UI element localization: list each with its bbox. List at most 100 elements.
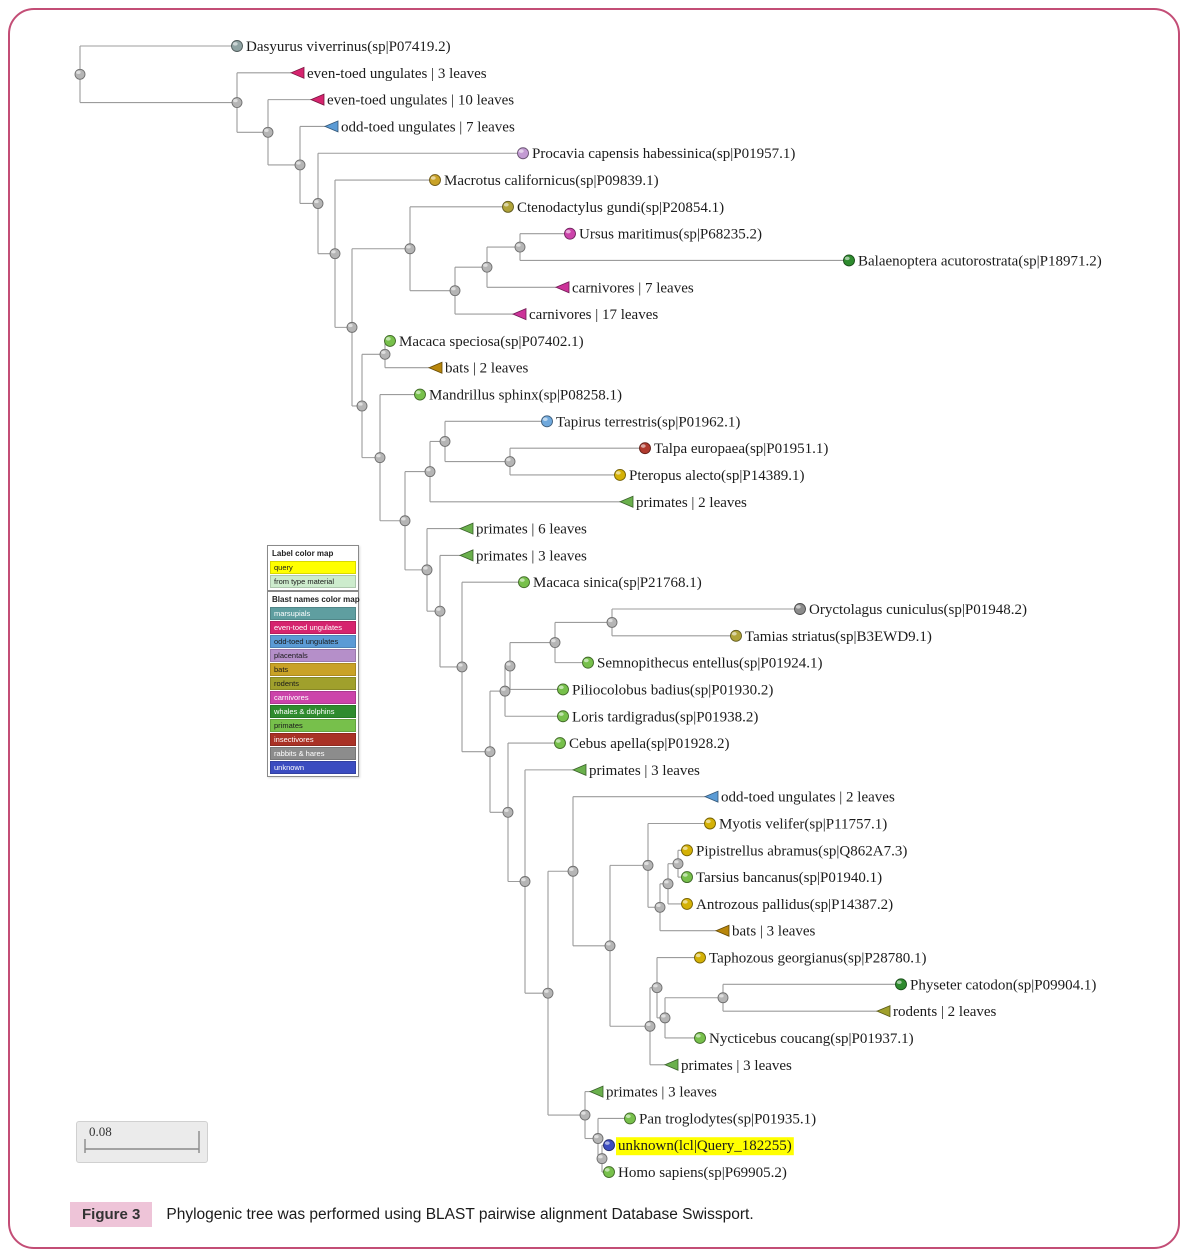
sphere-highlight xyxy=(594,1135,599,1139)
sphere-highlight xyxy=(640,444,646,448)
leaf-label: Semnopithecus entellus(sp|P01924.1) xyxy=(597,656,822,672)
sphere-highlight xyxy=(348,323,353,328)
leaf-label: carnivores | 17 leaves xyxy=(529,307,658,323)
leaf-marker-triangle xyxy=(618,495,634,508)
leaf-marker-triangle xyxy=(458,549,474,562)
scale-bar: 0.08 xyxy=(76,1121,208,1163)
leaf-label: primates | 3 leaves xyxy=(681,1058,792,1074)
legend-item-even-toed-ungulates: even-toed ungulates xyxy=(270,621,356,634)
leaf-label: Tamias striatus(sp|B3EWD9.1) xyxy=(745,629,932,645)
sphere-highlight xyxy=(504,808,509,812)
legend-item-odd-toed-ungulates: odd-toed ungulates xyxy=(270,635,356,648)
sphere-highlight xyxy=(441,437,446,442)
leaf-marker-triangle xyxy=(875,1005,891,1018)
leaf-marker-circle xyxy=(624,1112,636,1125)
leaf-marker-triangle xyxy=(571,763,587,776)
sphere-highlight xyxy=(314,199,319,204)
sphere-highlight xyxy=(331,250,336,254)
legend-item-carnivores: carnivores xyxy=(270,691,356,704)
internal-node xyxy=(421,564,433,576)
label-legend-title: Label color map xyxy=(272,549,334,558)
sphere-highlight xyxy=(406,245,411,249)
leaf-label: Myotis velifer(sp|P11757.1) xyxy=(719,816,887,832)
sphere-highlight xyxy=(264,128,269,132)
legend-item-rabbits-hares: rabbits & hares xyxy=(270,747,356,760)
sphere-highlight xyxy=(296,161,301,165)
internal-node xyxy=(456,661,468,673)
leaf-marker-triangle xyxy=(323,120,339,133)
internal-node xyxy=(567,865,579,877)
leaf-marker-circle xyxy=(603,1166,615,1178)
legend-item-unknown: unknown xyxy=(270,761,356,774)
internal-node xyxy=(502,806,514,818)
leaf-marker-triangle xyxy=(703,790,719,803)
sphere-highlight xyxy=(719,994,724,998)
sphere-highlight xyxy=(501,687,506,691)
leaf-marker-triangle xyxy=(714,924,730,937)
leaf-marker-circle xyxy=(384,334,396,347)
leaf-label: Procavia capensis habessinica(sp|P01957.… xyxy=(532,146,795,162)
sphere-highlight xyxy=(451,287,456,291)
leaf-label: Balaenoptera acutorostrata(sp|P18971.2) xyxy=(858,253,1102,269)
internal-node xyxy=(404,243,416,255)
leaf-marker-circle xyxy=(541,415,553,428)
leaf-marker-circle xyxy=(704,817,716,830)
leaf-marker-circle xyxy=(614,469,626,481)
sphere-highlight xyxy=(731,631,737,636)
sphere-highlight xyxy=(656,903,661,907)
sphere-highlight xyxy=(558,712,564,716)
sphere-highlight xyxy=(661,1014,666,1018)
leaf-label: bats | 2 leaves xyxy=(445,361,529,377)
sphere-highlight xyxy=(606,942,611,946)
leaf-label: primates | 3 leaves xyxy=(606,1085,717,1101)
leaf-label: unknown(lcl|Query_182255) xyxy=(618,1138,792,1154)
internal-node xyxy=(606,616,618,628)
sphere-highlight xyxy=(542,417,548,422)
internal-node xyxy=(654,901,666,913)
sphere-highlight xyxy=(518,149,524,153)
sphere-highlight xyxy=(503,203,509,207)
sphere-highlight xyxy=(581,1111,586,1115)
leaf-label: carnivores | 7 leaves xyxy=(572,280,694,296)
internal-node xyxy=(346,321,358,333)
leaf-label: Ctenodactylus gundi(sp|P20854.1) xyxy=(517,200,724,216)
internal-node xyxy=(504,660,516,672)
leaf-marker-circle xyxy=(681,897,693,910)
sphere-highlight xyxy=(232,42,238,46)
sphere-highlight xyxy=(483,263,488,267)
internal-node xyxy=(434,605,446,617)
sphere-highlight xyxy=(544,989,549,993)
leaf-marker-circle xyxy=(694,1032,706,1044)
internal-node xyxy=(549,637,561,648)
leaf-label: Tarsius bancanus(sp|P01940.1) xyxy=(696,870,882,886)
internal-node xyxy=(74,68,86,80)
internal-node xyxy=(481,261,493,273)
sphere-highlight xyxy=(695,1034,701,1038)
leaf-label: odd-toed ungulates | 2 leaves xyxy=(721,790,895,806)
sphere-highlight xyxy=(358,402,363,406)
leaf-label: Pipistrellus abramus(sp|Q862A7.3) xyxy=(696,843,907,859)
legend-item-bats: bats xyxy=(270,663,356,676)
leaf-marker-circle xyxy=(681,871,693,884)
internal-node xyxy=(642,859,654,871)
scale-bar-ruler xyxy=(84,1131,200,1153)
leaf-marker-circle xyxy=(843,254,855,267)
internal-node xyxy=(374,452,386,464)
internal-node xyxy=(651,982,663,994)
leaf-label: primates | 3 leaves xyxy=(476,548,587,564)
sphere-highlight xyxy=(519,578,525,582)
internal-node xyxy=(449,285,461,297)
figure-caption-text: Phylogenic tree was performed using BLAS… xyxy=(166,1206,754,1223)
leaf-label: primates | 2 leaves xyxy=(636,495,747,511)
sphere-highlight xyxy=(565,229,571,234)
leaf-label: Pan troglodytes(sp|P01935.1) xyxy=(639,1111,816,1127)
sphere-highlight xyxy=(625,1114,631,1119)
internal-node xyxy=(312,198,324,209)
leaf-label: even-toed ungulates | 3 leaves xyxy=(307,66,487,82)
sphere-highlight xyxy=(423,566,428,570)
internal-node xyxy=(262,126,274,138)
leaf-label: Nycticebus coucang(sp|P01937.1) xyxy=(709,1031,914,1047)
